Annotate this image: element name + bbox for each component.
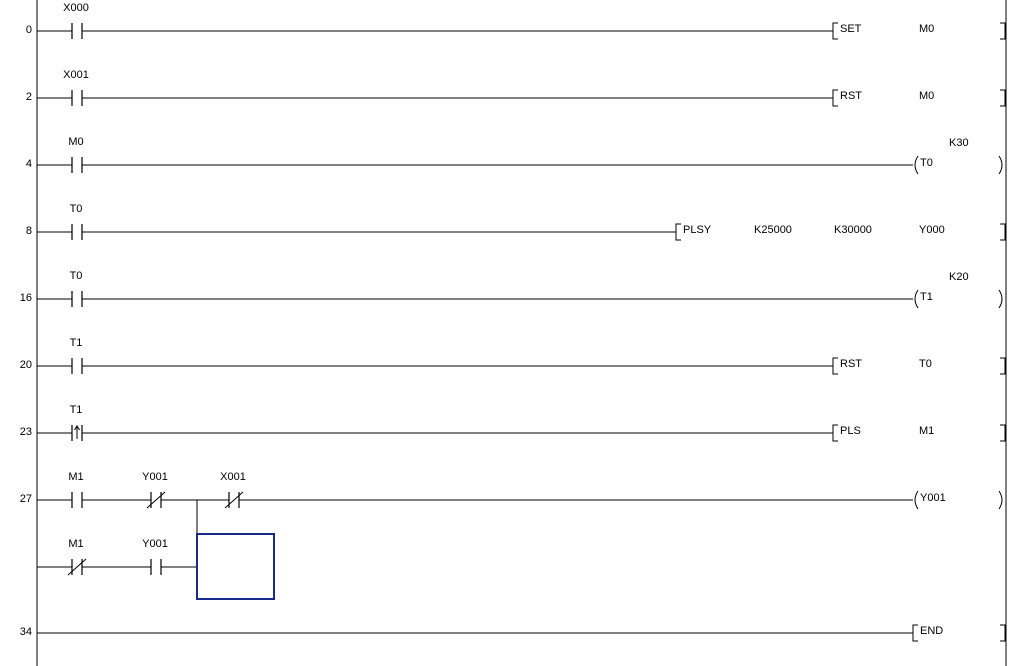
instruction-arg: M0 <box>919 90 934 102</box>
contact-label: X001 <box>63 69 89 81</box>
coil-device: T1 <box>920 291 933 303</box>
instruction-arg: Y000 <box>919 224 945 236</box>
contact-label: Y001 <box>142 471 168 483</box>
coil-close-arc <box>998 289 1003 309</box>
contact-label: X000 <box>63 2 89 14</box>
step-number: 2 <box>26 91 32 103</box>
coil-close-arc <box>998 490 1003 510</box>
instruction-op: PLS <box>840 425 861 437</box>
instruction-arg: K30000 <box>834 224 872 236</box>
instruction-close-bracket <box>1000 223 1006 241</box>
rung-8-contact-no[interactable] <box>71 224 83 240</box>
step-number: 27 <box>20 493 32 505</box>
rung-2-contact-no[interactable] <box>71 90 83 106</box>
instruction-open-bracket <box>832 424 838 442</box>
instruction-open-bracket <box>832 357 838 375</box>
contact-label: Y001 <box>142 538 168 550</box>
rung-20-contact-no[interactable] <box>71 358 83 374</box>
step-number: 8 <box>26 225 32 237</box>
instruction-close-bracket <box>1000 624 1006 642</box>
instruction-close-bracket <box>1000 357 1006 375</box>
instruction-arg: M0 <box>919 23 934 35</box>
rung-0-contact-no[interactable] <box>71 23 83 39</box>
step-number: 4 <box>26 158 32 170</box>
step-number: 20 <box>20 359 32 371</box>
instruction-arg: M1 <box>919 425 934 437</box>
rung-23-contact-pulse[interactable] <box>71 425 83 441</box>
contact-label: M1 <box>68 471 83 483</box>
contact-label: T1 <box>70 404 83 416</box>
step-number: 23 <box>20 426 32 438</box>
contact-label: T0 <box>70 203 83 215</box>
instruction-open-bracket <box>675 223 681 241</box>
instruction-op: END <box>920 625 943 637</box>
step-number: 0 <box>26 24 32 36</box>
instruction-op: RST <box>840 358 862 370</box>
rung-16-contact-no[interactable] <box>71 291 83 307</box>
contact-label: X001 <box>220 471 246 483</box>
coil-open-arc <box>914 490 919 510</box>
contact-label: M1 <box>68 538 83 550</box>
instruction-close-bracket <box>1000 89 1006 107</box>
coil-open-arc <box>914 155 919 175</box>
step-number: 34 <box>20 626 32 638</box>
rising-edge-arrow <box>74 425 80 439</box>
timer-constant: K30 <box>949 137 969 149</box>
instruction-open-bracket <box>832 89 838 107</box>
coil-open-arc <box>914 289 919 309</box>
instruction-arg: T0 <box>919 358 932 370</box>
instruction-op: RST <box>840 90 862 102</box>
instruction-open-bracket <box>912 624 918 642</box>
edit-cursor[interactable] <box>196 533 275 600</box>
contact-label: T1 <box>70 337 83 349</box>
rung-4-contact-no[interactable] <box>71 157 83 173</box>
instruction-op: PLSY <box>683 224 712 236</box>
instruction-close-bracket <box>1000 22 1006 40</box>
step-number: 16 <box>20 292 32 304</box>
branch-contact-no[interactable] <box>150 559 162 575</box>
coil-device: T0 <box>920 157 933 169</box>
nc-slash <box>224 491 244 509</box>
contact-label: T0 <box>70 270 83 282</box>
instruction-open-bracket <box>832 22 838 40</box>
nc-slash <box>146 491 166 509</box>
coil-close-arc <box>998 155 1003 175</box>
instruction-arg: K25000 <box>754 224 792 236</box>
nc-slash <box>67 558 87 576</box>
timer-constant: K20 <box>949 271 969 283</box>
coil-device: Y001 <box>920 492 946 504</box>
instruction-close-bracket <box>1000 424 1006 442</box>
contact-label: M0 <box>68 136 83 148</box>
instruction-op: SET <box>840 23 862 35</box>
rung-27-contact-no[interactable] <box>71 492 83 508</box>
